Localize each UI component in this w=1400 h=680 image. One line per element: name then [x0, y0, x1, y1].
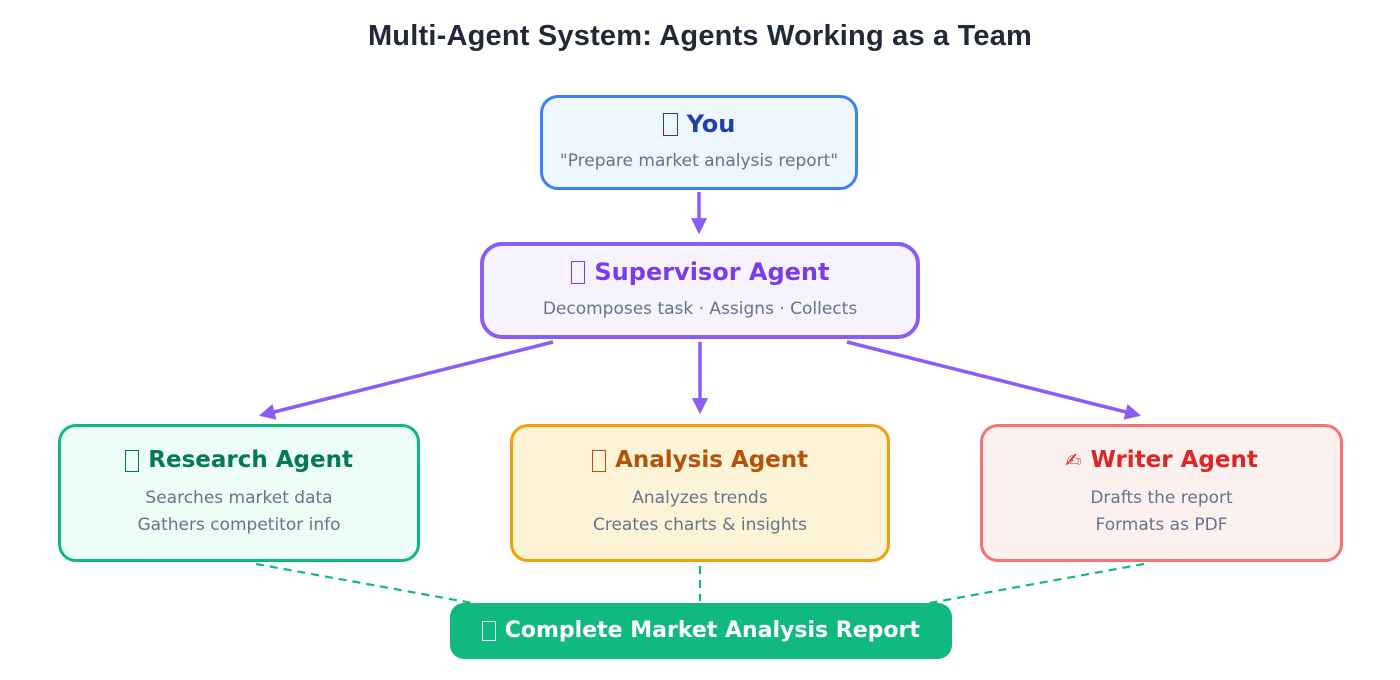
supervisor-node-title: Supervisor Agent	[570, 257, 830, 287]
arrow-supervisor-to-writer	[846, 340, 1142, 420]
supervisor-node-title-text: Supervisor Agent	[594, 258, 830, 287]
report-missing-emoji-icon	[482, 620, 496, 642]
user-node-title-text: You	[686, 110, 736, 139]
research-agent-title-text: Research Agent	[148, 447, 353, 474]
output-report-title: Complete Market Analysis Report	[482, 617, 920, 645]
arrow-supervisor-to-research	[258, 340, 554, 420]
dashed-research-to-output	[255, 562, 501, 610]
writer-agent-description: Drafts the report Formats as PDF	[1090, 485, 1232, 539]
research-agent-line-1: Searches market data	[145, 488, 333, 509]
analysis-missing-emoji-icon	[591, 449, 607, 472]
research-agent-description: Searches market data Gathers competitor …	[137, 485, 340, 539]
writing-hand-icon: ✍	[1065, 448, 1082, 472]
research-agent-node: Research Agent Searches market data Gath…	[58, 424, 420, 562]
user-missing-emoji-icon	[662, 113, 678, 136]
writer-agent-title-text: Writer Agent	[1090, 447, 1258, 474]
research-missing-emoji-icon	[125, 449, 140, 472]
writer-agent-line-2: Formats as PDF	[1095, 515, 1228, 536]
supervisor-node-subtitle: Decomposes task · Assigns · Collects	[542, 299, 858, 320]
research-agent-line-2: Gathers competitor info	[137, 515, 341, 536]
analysis-agent-line-2: Creates charts & insights	[592, 515, 808, 536]
page-title: Multi-Agent System: Agents Working as a …	[367, 20, 1033, 52]
writer-agent-node: ✍ Writer Agent Drafts the report Formats…	[980, 424, 1343, 562]
dashed-writer-to-output	[901, 562, 1145, 610]
supervisor-missing-emoji-icon	[570, 261, 586, 284]
writer-agent-title: ✍ Writer Agent	[1065, 446, 1258, 475]
analysis-agent-title-text: Analysis Agent	[615, 447, 809, 474]
analysis-agent-description: Analyzes trends Creates charts & insight…	[593, 485, 807, 539]
writer-agent-line-1: Drafts the report	[1090, 488, 1233, 509]
analysis-agent-node: Analysis Agent Analyzes trends Creates c…	[510, 424, 890, 562]
supervisor-node: Supervisor Agent Decomposes task · Assig…	[480, 242, 920, 339]
user-node-title: You	[662, 109, 736, 139]
user-node-subtitle: "Prepare market analysis report"	[559, 151, 839, 172]
analysis-agent-line-1: Analyzes trends	[632, 488, 768, 509]
research-agent-title: Research Agent	[125, 446, 353, 475]
output-report-title-text: Complete Market Analysis Report	[504, 618, 920, 644]
output-report-node: Complete Market Analysis Report	[450, 603, 952, 659]
user-node: You "Prepare market analysis report"	[540, 95, 858, 190]
analysis-agent-title: Analysis Agent	[591, 446, 809, 475]
